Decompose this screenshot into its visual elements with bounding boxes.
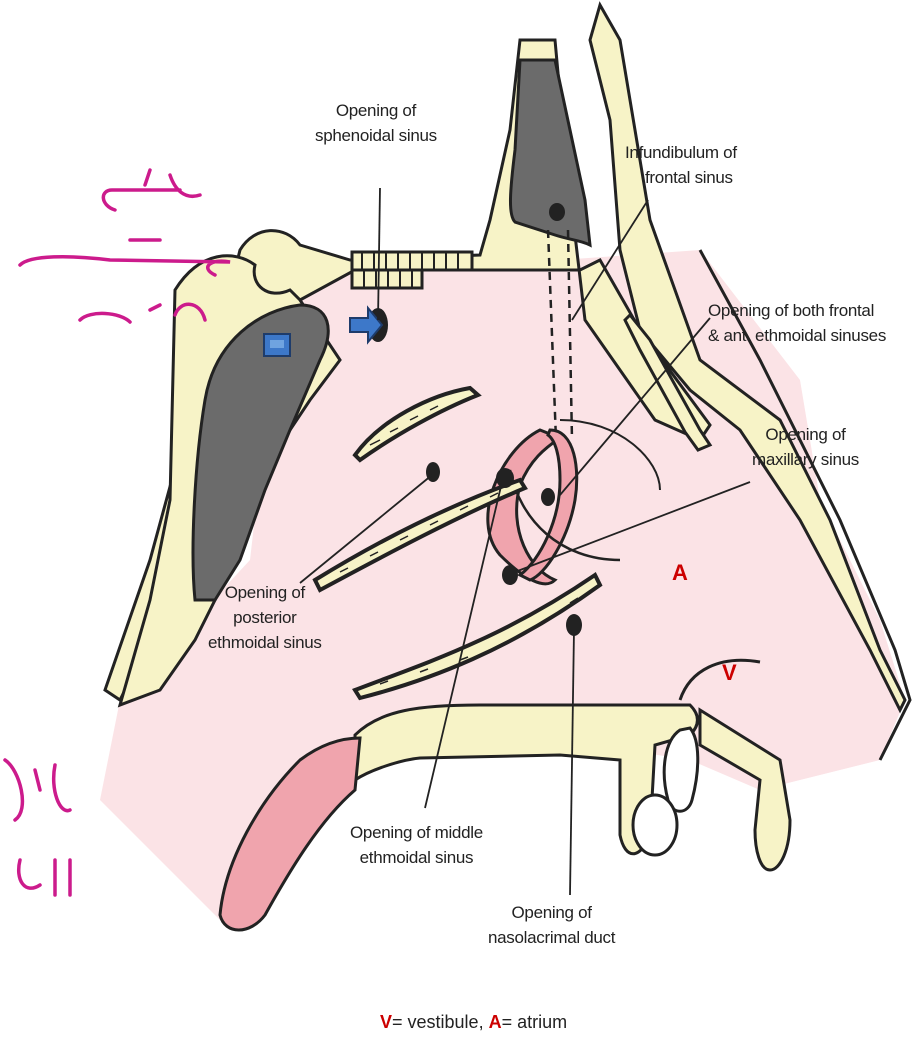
label-middle-ethmoidal-opening: Opening of middle ethmoidal sinus [350,820,483,870]
frontal-sinus-opening-dot [549,203,565,221]
frontal-sinus [510,60,590,245]
tooth-crown [633,795,677,855]
label-sphenoidal-sinus-opening: Opening of sphenoidal sinus [315,98,437,148]
legend-v-letter: V [380,1012,392,1032]
middle-ethmoidal-opening [496,468,514,488]
label-posterior-ethmoidal-opening: Opening of posterior ethmoidal sinus [208,580,322,655]
legend-a-letter: A [489,1012,502,1032]
label-nasolacrimal-duct-opening: Opening of nasolacrimal duct [488,900,615,950]
frontal-ethmoidal-opening [541,488,555,506]
vestibule-letter: V [722,660,737,686]
atrium-letter: A [672,560,688,586]
legend-a-text: = atrium [502,1012,568,1032]
handwritten-annotation-bottom [5,760,70,895]
sinus-arrow-icon [264,334,290,356]
maxillary-opening [502,565,518,585]
legend-v-text: = vestibule, [392,1012,489,1032]
label-frontal-ant-ethmoidal-opening: Opening of both frontal & ant. ethmoidal… [708,298,886,348]
label-infundibulum-frontal-sinus: Infundibulum of frontal sinus [625,140,737,190]
legend: V= vestibule, A= atrium [380,1012,567,1033]
cribriform-plate [352,252,472,270]
label-maxillary-sinus-opening: Opening of maxillary sinus [752,422,859,472]
upper-incisor [664,728,698,811]
